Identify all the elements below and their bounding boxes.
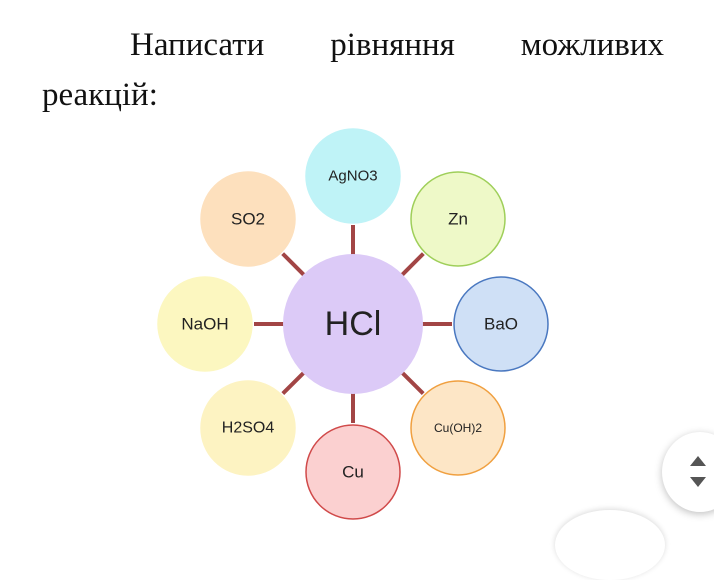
word-3: можливих <box>520 27 664 63</box>
arrow-down-icon <box>690 477 706 487</box>
node-label: SO2 <box>231 210 265 229</box>
node-label: Cu <box>342 463 364 482</box>
node-circle <box>453 276 549 372</box>
node-circle <box>410 171 506 267</box>
node-cu: Cu <box>305 424 401 520</box>
node-label: H2SO4 <box>222 420 275 437</box>
node-circle <box>410 380 506 476</box>
connectors <box>254 225 452 423</box>
node-label: Cu(OH)2 <box>434 421 482 435</box>
node-circle <box>305 424 401 520</box>
node-label: BaO <box>484 315 518 334</box>
word-1: Написати <box>130 27 265 63</box>
floating-button[interactable] <box>555 510 665 580</box>
node-naoh: NaOH <box>157 276 253 372</box>
instruction-text: Написати рівняння можливих реакцій: <box>42 20 664 120</box>
instruction-line-1: Написати рівняння можливих <box>42 20 664 70</box>
connector <box>399 370 425 395</box>
node-cuoh2: Cu(OH)2 <box>410 380 506 476</box>
node-circle <box>200 380 296 476</box>
center-node: HCl <box>283 254 423 394</box>
connector <box>399 252 425 278</box>
node-bao: BaO <box>453 276 549 372</box>
node-circle <box>200 171 296 267</box>
center-circle <box>283 254 423 394</box>
node-zn: Zn <box>410 171 506 267</box>
arrow-up-icon <box>690 456 706 466</box>
center-label: HCl <box>325 305 382 343</box>
node-label: AgNO3 <box>328 168 377 185</box>
node-circle <box>157 276 253 372</box>
word-4: реакцій: <box>42 77 158 113</box>
connector <box>281 370 307 395</box>
node-label: NaOH <box>181 315 228 334</box>
node-circle <box>305 128 401 224</box>
connector <box>281 252 307 278</box>
node-label: Zn <box>448 210 468 229</box>
word-2: рівняння <box>330 27 455 63</box>
instruction-line-2: реакцій: <box>42 70 664 120</box>
node-so2: SO2 <box>200 171 296 267</box>
node-h2so4: H2SO4 <box>200 380 296 476</box>
node-agno3: AgNO3 <box>305 128 401 224</box>
